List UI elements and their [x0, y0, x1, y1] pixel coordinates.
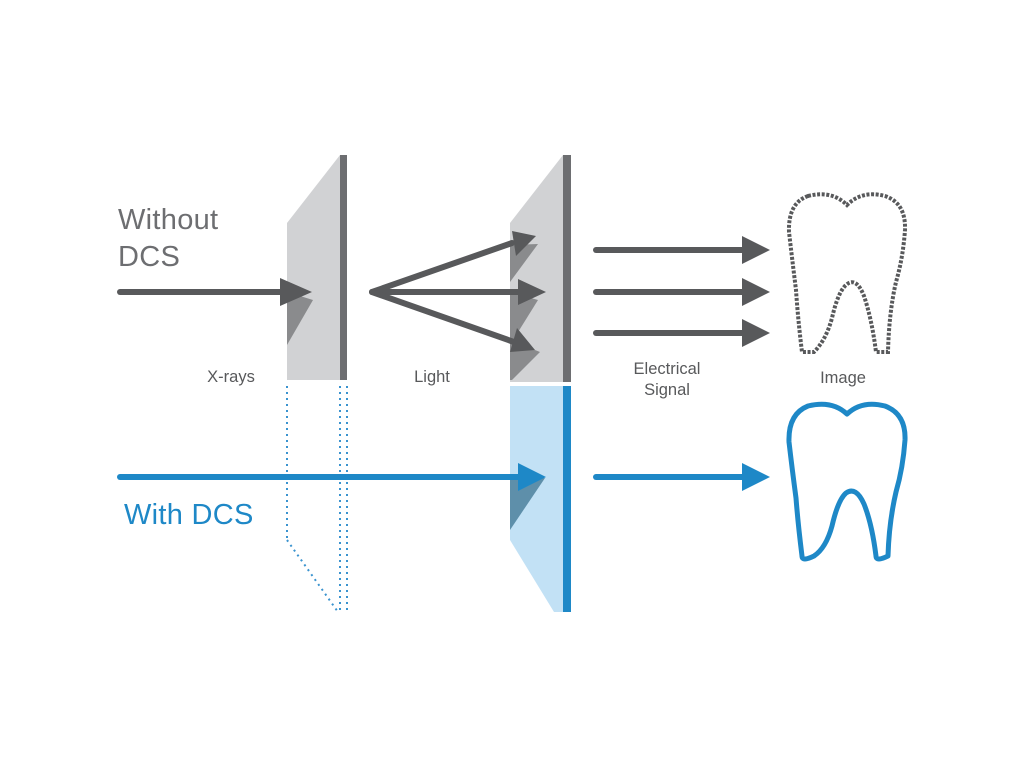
light-label: Light	[414, 368, 450, 386]
with-dcs-label: With DCS	[124, 499, 254, 531]
signal-arrow-icon	[593, 236, 770, 347]
detector-panel-without-dcs	[510, 155, 571, 382]
xray-arrow-with-dcs-icon	[117, 463, 546, 491]
xrays-label: X-rays	[207, 368, 255, 386]
light-fan-arrows-icon	[369, 231, 546, 352]
smooth-tooth-icon	[786, 401, 908, 562]
signal-arrow-with-dcs-icon	[593, 463, 770, 491]
electrical-signal-label-line2: Signal	[644, 381, 690, 399]
without-dcs-label-line1: Without	[118, 204, 219, 236]
image-label: Image	[820, 369, 866, 387]
pixelated-tooth-icon	[786, 192, 908, 354]
detector-panel-with-dcs	[510, 386, 571, 612]
electrical-signal-label-line1: Electrical	[633, 360, 701, 378]
scintillator-panel-without-dcs	[287, 155, 347, 380]
without-dcs-label-line2: DCS	[118, 241, 181, 273]
xray-arrow-icon	[117, 278, 312, 306]
dotted-panel-outline	[286, 386, 348, 613]
